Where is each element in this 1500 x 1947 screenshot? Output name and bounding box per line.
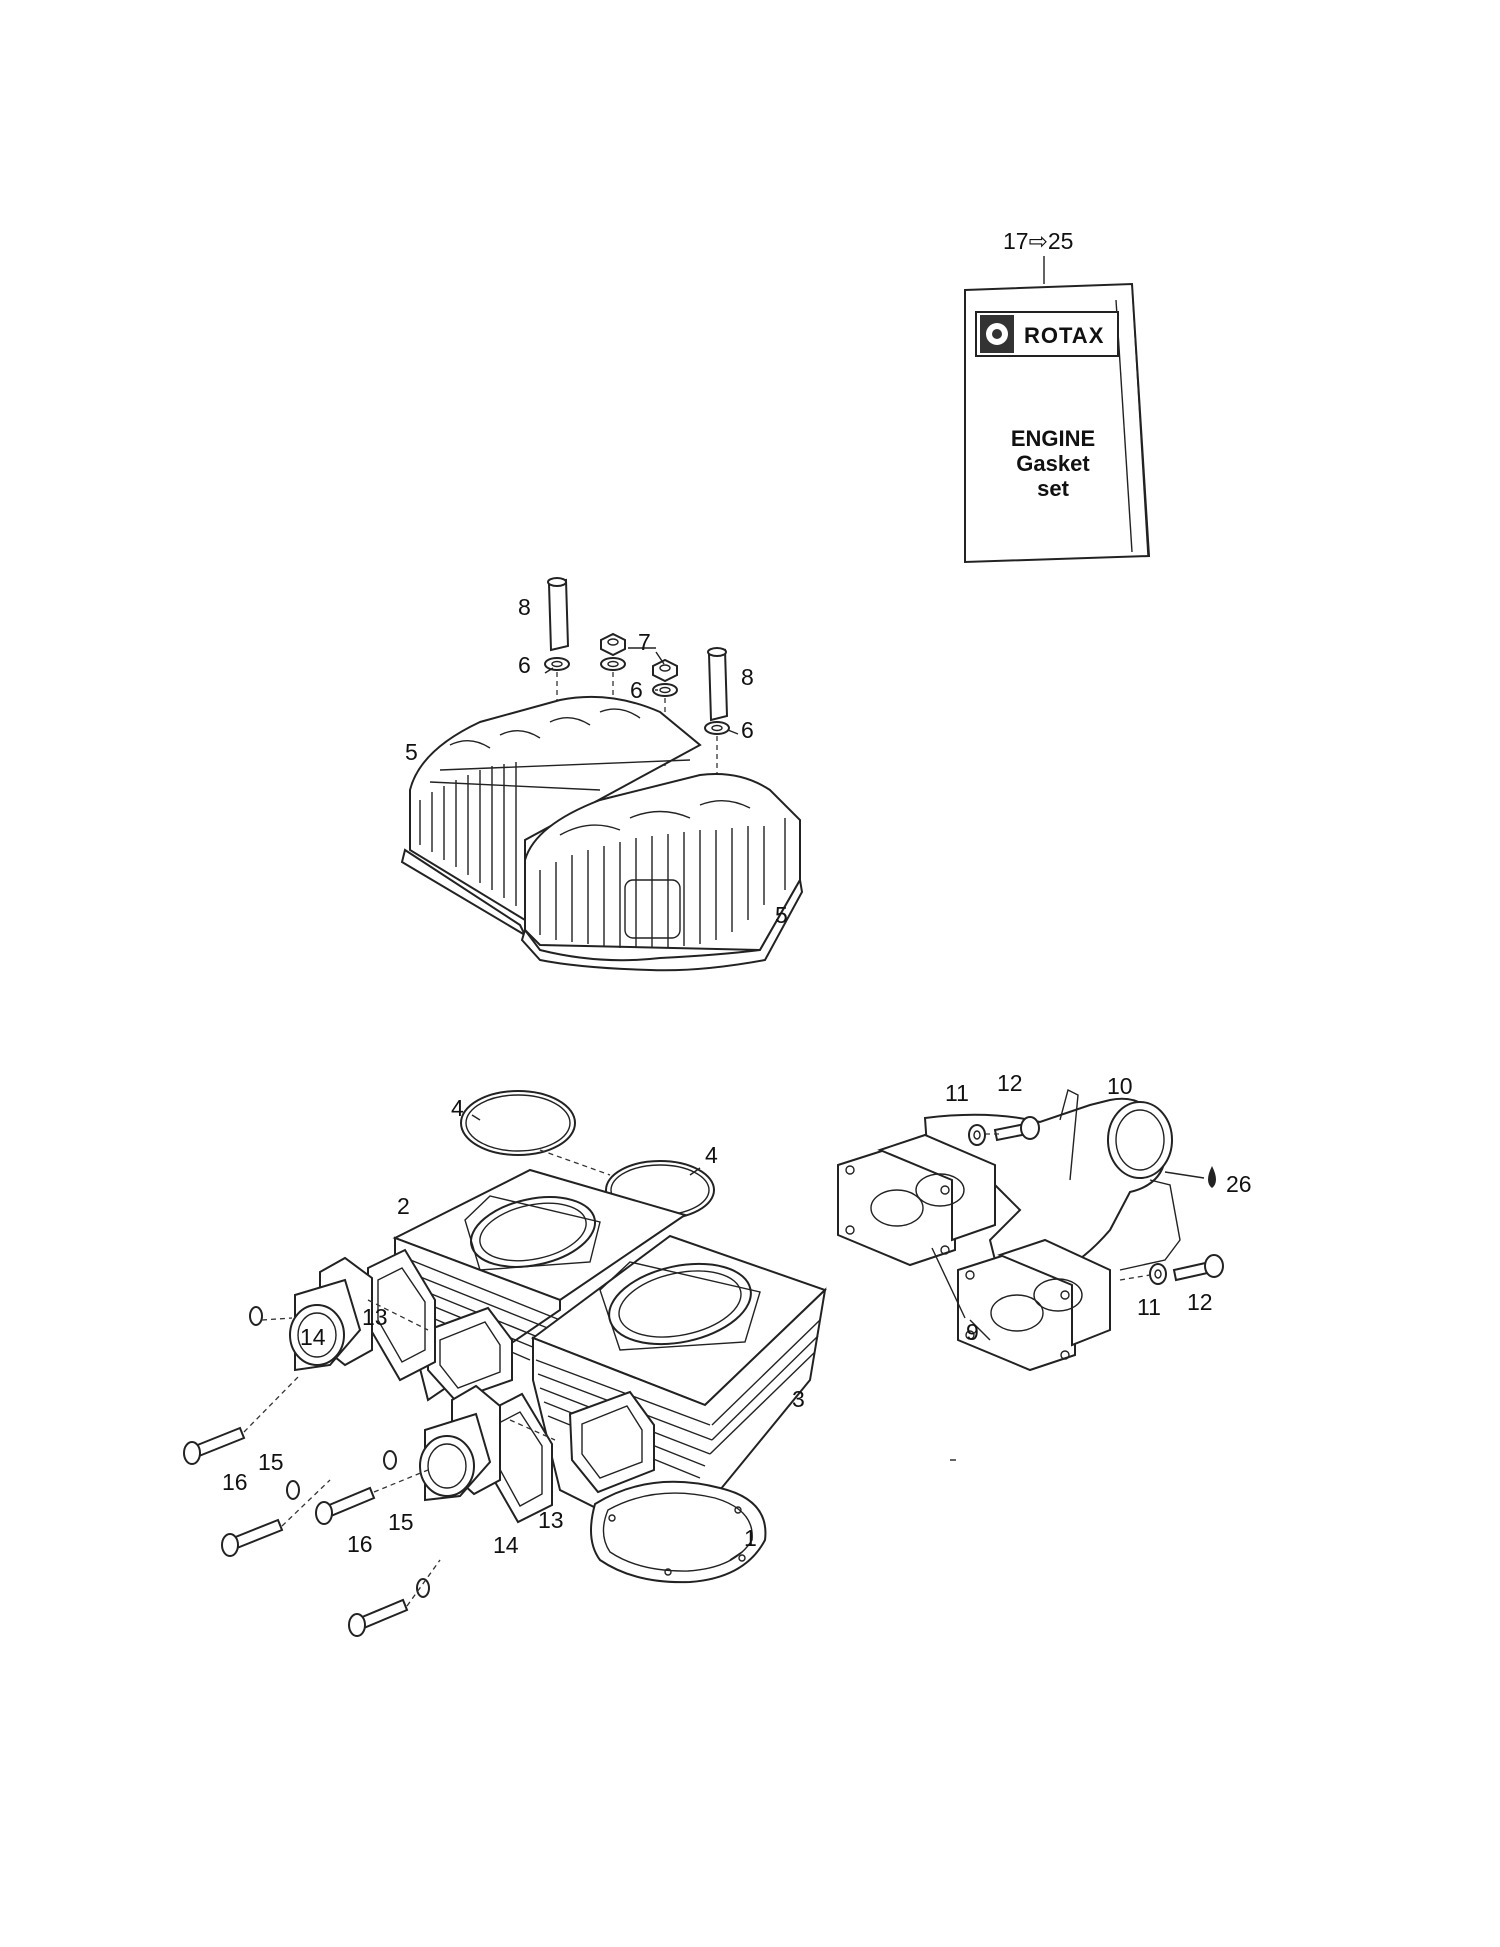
callout-12-upper: 12 <box>997 1070 1023 1096</box>
intake-screw-3 <box>315 1486 376 1525</box>
callout-14-lower: 14 <box>493 1532 519 1558</box>
kit-brand: ROTAX <box>1024 323 1104 348</box>
exhaust-washer-lower <box>1149 1263 1167 1285</box>
exhaust-flange-upper <box>877 1133 996 1242</box>
cylinder-assembly <box>392 1090 827 1584</box>
cylinder-head-left <box>400 695 702 938</box>
callout-9: 9 <box>966 1319 979 1345</box>
callout-4-left: 4 <box>451 1095 464 1121</box>
callout-15-upper: 15 <box>258 1449 284 1475</box>
gasket-set-package: 17⇨25 ROTAX ENGINE Gasket set <box>964 228 1151 564</box>
callout-26: 26 <box>1226 1171 1252 1197</box>
intake-gasket-upper <box>367 1248 436 1382</box>
callout-1: 1 <box>744 1525 757 1551</box>
intake-screw-1 <box>183 1426 246 1465</box>
cylinder-head-assembly <box>400 577 804 972</box>
callout-7: 7 <box>638 629 651 655</box>
head-washer-3 <box>652 683 678 697</box>
callout-12-lower: 12 <box>1187 1289 1213 1315</box>
intake-screw-4 <box>348 1598 409 1637</box>
callout-2: 2 <box>397 1193 410 1219</box>
sealant-drop-icon <box>1208 1166 1216 1188</box>
rotax-gear-logo-icon <box>980 315 1014 353</box>
callout-14-upper: 14 <box>300 1324 326 1350</box>
callout-labels: 8 6 7 6 8 6 5 5 4 4 2 3 1 13 13 14 14 15… <box>222 594 1252 1558</box>
head-stud-left <box>547 577 570 652</box>
exhaust-assembly <box>837 1088 1224 1372</box>
intake-socket-lower <box>419 1384 501 1502</box>
callout-3: 3 <box>792 1386 805 1412</box>
intake-socket-upper <box>289 1256 373 1372</box>
callout-6-middle: 6 <box>630 677 643 703</box>
exhaust-flange-lower <box>997 1238 1111 1347</box>
kit-reference-callout: 17⇨25 <box>1003 228 1073 254</box>
exhaust-screw-upper <box>993 1116 1040 1142</box>
head-washer-2 <box>600 657 626 671</box>
callout-6-left: 6 <box>518 652 531 678</box>
callout-5-upper: 5 <box>405 739 418 765</box>
leader-lines <box>471 647 991 1561</box>
callout-10: 10 <box>1107 1073 1133 1099</box>
callout-8-left: 8 <box>518 594 531 620</box>
exhaust-washer-upper <box>968 1124 986 1146</box>
kit-line-set: set <box>1037 476 1069 501</box>
callout-5-lower: 5 <box>775 902 788 928</box>
head-washer-1 <box>544 657 570 671</box>
callout-13-upper: 13 <box>362 1304 388 1330</box>
callout-13-lower: 13 <box>538 1507 564 1533</box>
head-nut-2 <box>652 658 678 683</box>
callout-15-lower: 15 <box>388 1509 414 1535</box>
cylinder-right <box>530 1234 827 1532</box>
o-ring-left <box>460 1090 576 1156</box>
head-nut-1 <box>600 632 626 657</box>
lock-washer-1 <box>249 1306 263 1326</box>
cylinder-head-right <box>520 773 804 972</box>
callout-6-right: 6 <box>741 717 754 743</box>
exhaust-screw-lower <box>1172 1254 1224 1282</box>
kit-line-engine: ENGINE <box>1011 426 1095 451</box>
callout-16-lower: 16 <box>347 1531 373 1557</box>
kit-line-gasket: Gasket <box>1016 451 1090 476</box>
intake-assembly <box>183 1248 556 1637</box>
lock-washer-2 <box>286 1480 300 1500</box>
callout-11-lower: 11 <box>1137 1294 1161 1320</box>
head-stud-right <box>707 647 729 722</box>
callout-11-upper: 11 <box>945 1080 969 1106</box>
gasket-set-package-icon: ROTAX ENGINE Gasket set <box>964 282 1151 564</box>
callout-8-right: 8 <box>741 664 754 690</box>
callout-4-right: 4 <box>705 1142 718 1168</box>
lock-washer-3 <box>383 1450 397 1470</box>
head-washer-4 <box>704 721 730 735</box>
exhaust-manifold <box>923 1088 1181 1282</box>
lock-washer-4 <box>416 1578 430 1598</box>
exhaust-gasket-lower <box>957 1253 1076 1372</box>
callout-16-upper: 16 <box>222 1469 248 1495</box>
cylinder-base-gasket <box>590 1480 767 1584</box>
intake-screw-2 <box>221 1518 284 1557</box>
